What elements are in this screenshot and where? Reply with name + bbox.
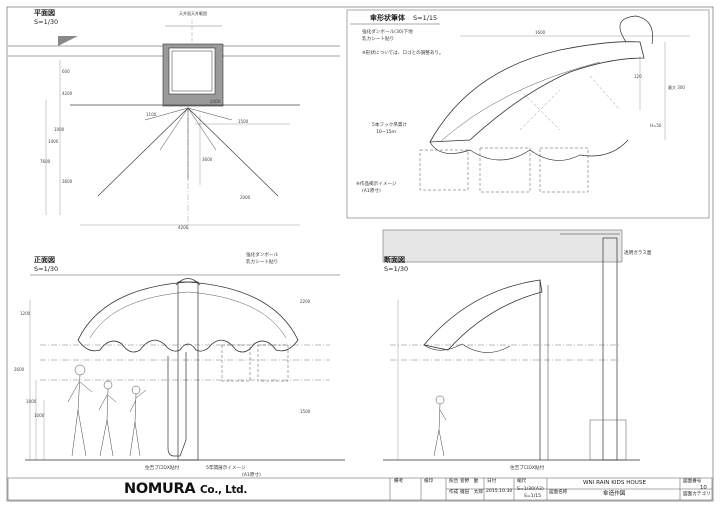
tb-approve-label: 検印 bbox=[424, 479, 434, 484]
plan-view bbox=[8, 20, 340, 230]
detail-dim-3: 最大 300 bbox=[668, 85, 685, 90]
plan-scale: S=1/30 bbox=[34, 18, 59, 26]
section-callout-2: 住吉プロDX貼付 bbox=[510, 466, 545, 471]
section-title: 断面図 bbox=[384, 256, 405, 264]
company-suffix: Co., Ltd. bbox=[200, 484, 248, 496]
detail-dim-4: H=50 bbox=[650, 123, 662, 128]
tb-check-name: 菅野 勤 bbox=[460, 479, 479, 484]
detail-callout-4: (A1原寸) bbox=[362, 189, 381, 194]
tb-scale-2: S=1/15 bbox=[524, 494, 542, 499]
tb-date-label: 日付 bbox=[487, 479, 497, 484]
front-callout-2: 乳カシート貼り bbox=[246, 260, 279, 265]
front-callout-5: (A1原寸) bbox=[242, 473, 261, 478]
plan-dim-1: 天井面天井範囲 bbox=[179, 11, 207, 16]
plan-dim-7: 3600 bbox=[202, 157, 213, 162]
detail-note-3: ※形状については、ロゴとの調整あり。 bbox=[362, 51, 444, 56]
front-callout-1: 強化ダンボール bbox=[246, 253, 279, 258]
tb-remarks-label: 備考 bbox=[394, 479, 404, 484]
plan-dim-10: 7600 bbox=[40, 159, 51, 164]
plan-dim-11: 3600 bbox=[62, 179, 73, 184]
detail-scale: S=1/15 bbox=[413, 14, 438, 22]
detail-dim-2: 120 bbox=[634, 74, 642, 79]
detail-callout-3: ※作品掲示イメージ bbox=[356, 182, 397, 187]
tb-sheet-no-label: 図面番号 bbox=[683, 479, 702, 484]
tb-sheet-cat-label: 図面カテゴリ bbox=[683, 492, 711, 497]
tb-drawing-name: 傘造作図 bbox=[603, 491, 626, 497]
tb-project: WNI RAIN KIDS HOUSE bbox=[583, 480, 646, 486]
tb-drawn-name: 磯田 太郎 bbox=[460, 490, 483, 495]
plan-dim-2: 600 bbox=[62, 69, 70, 74]
front-dim-3: 1000 bbox=[26, 399, 37, 404]
tb-scale: S=1/30(A3) bbox=[517, 487, 544, 492]
title-block bbox=[7, 477, 713, 501]
plan-dim-9: 1400 bbox=[48, 139, 59, 144]
tb-check-label: 照合 bbox=[449, 479, 459, 484]
front-scale: S=1/30 bbox=[34, 265, 59, 273]
company-logo: NOMURA Co., Ltd. bbox=[124, 482, 247, 497]
front-dim-2: 2600 bbox=[14, 367, 25, 372]
front-dim-1: 1200 bbox=[20, 311, 31, 316]
section-view bbox=[382, 229, 640, 461]
plan-dim-3: 4200 bbox=[62, 91, 73, 96]
detail-dim-1: 1600 bbox=[535, 30, 546, 35]
detail-title: 傘形状筆体 bbox=[370, 14, 405, 22]
section-callout-1: 透明ガラス面 bbox=[624, 251, 652, 256]
front-callout-4: 5年間展示イメージ bbox=[206, 466, 246, 471]
tb-scale-label: 縮尺 bbox=[517, 479, 527, 484]
detail-callout-2: 10~15ｍ bbox=[376, 130, 397, 135]
front-view bbox=[25, 274, 345, 461]
front-dim-5: 2200 bbox=[300, 299, 311, 304]
section-scale: S=1/30 bbox=[384, 265, 409, 273]
company-name: NOMURA bbox=[124, 481, 196, 497]
front-callout-3: 住吉プロDX貼付 bbox=[145, 466, 180, 471]
plan-dim-12: 2400 bbox=[210, 99, 221, 104]
plan-dim-4: 1000 bbox=[54, 127, 65, 132]
front-dim-4: 1000 bbox=[34, 413, 45, 418]
tb-drawn-label: 作成 bbox=[449, 490, 459, 495]
detail-view bbox=[346, 9, 710, 219]
front-dim-6: 1500 bbox=[300, 409, 311, 414]
front-title: 正面図 bbox=[34, 256, 55, 264]
detail-callout-1: 5本フック吊貫け bbox=[372, 123, 408, 128]
plan-dim-6: 1500 bbox=[238, 119, 249, 124]
plan-dim-5: 1100 bbox=[146, 112, 157, 117]
tb-sheet-no: 10 bbox=[700, 485, 707, 491]
sheet-border bbox=[6, 6, 714, 502]
detail-note-2: 乳カシート貼り bbox=[362, 37, 395, 42]
detail-note-1: 強化ダンボール(30)下地 bbox=[362, 30, 413, 35]
tb-drawing-label: 図面名称 bbox=[549, 490, 568, 495]
plan-dim-8: 4200 bbox=[178, 225, 189, 230]
plan-dim-13: 2000 bbox=[240, 195, 251, 200]
tb-date: 2015.10.30 bbox=[486, 489, 513, 494]
plan-title: 平面図 bbox=[34, 9, 55, 17]
